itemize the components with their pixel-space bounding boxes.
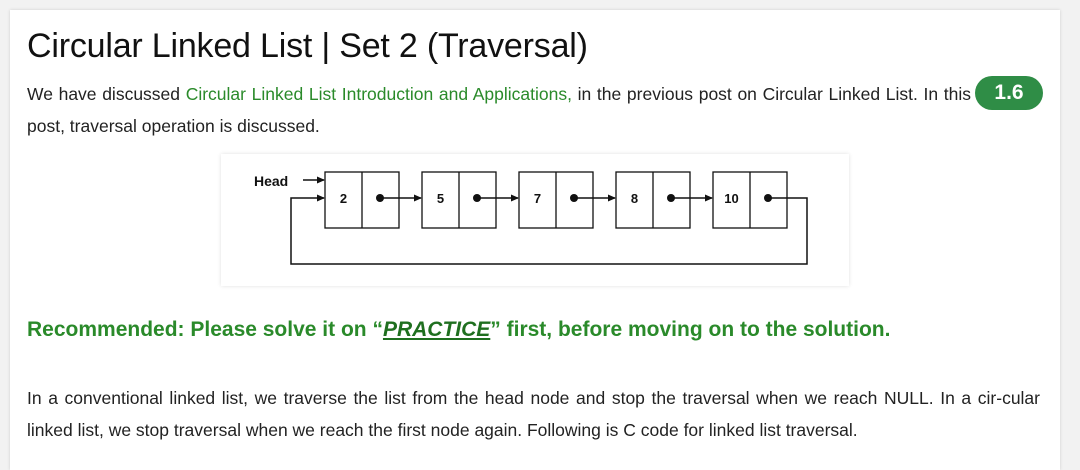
intro-paragraph: We have discussed Circular Linked List I…: [27, 78, 971, 142]
intro-text-before: We have discussed: [27, 84, 186, 104]
recommended-heading: Recommended: Please solve it on “PRACTIC…: [27, 318, 890, 342]
circular-linked-list-diagram: Head 2 5 7 8 10: [221, 154, 849, 286]
node-value: 7: [534, 191, 541, 206]
circular-return-arrow: [290, 194, 808, 265]
head-label: Head: [254, 173, 288, 189]
recommended-text-after: ” first, before moving on to the solutio…: [490, 318, 891, 341]
article-card: Circular Linked List | Set 2 (Traversal)…: [10, 10, 1060, 470]
page-title: Circular Linked List | Set 2 (Traversal): [27, 27, 588, 65]
traversal-paragraph: In a conventional linked list, we traver…: [27, 388, 1040, 440]
recommended-text-before: Recommended: Please solve it on “: [27, 318, 383, 341]
node-value: 8: [631, 191, 638, 206]
intro-text-after: in the previous post on Circular Linked …: [27, 84, 971, 136]
node-value: 10: [724, 191, 738, 206]
diagram-layer: Head 2 5 7 8 10: [254, 171, 808, 265]
practice-link[interactable]: PRACTICE: [382, 318, 491, 341]
node-value: 5: [437, 191, 444, 206]
difficulty-badge: 1.6: [975, 76, 1043, 110]
diagram-svg: Head 2 5 7 8 10: [254, 171, 808, 265]
intro-link-circular-linked-list[interactable]: Circular Linked List Introduction and Ap…: [185, 84, 572, 104]
node-value: 2: [340, 191, 347, 206]
